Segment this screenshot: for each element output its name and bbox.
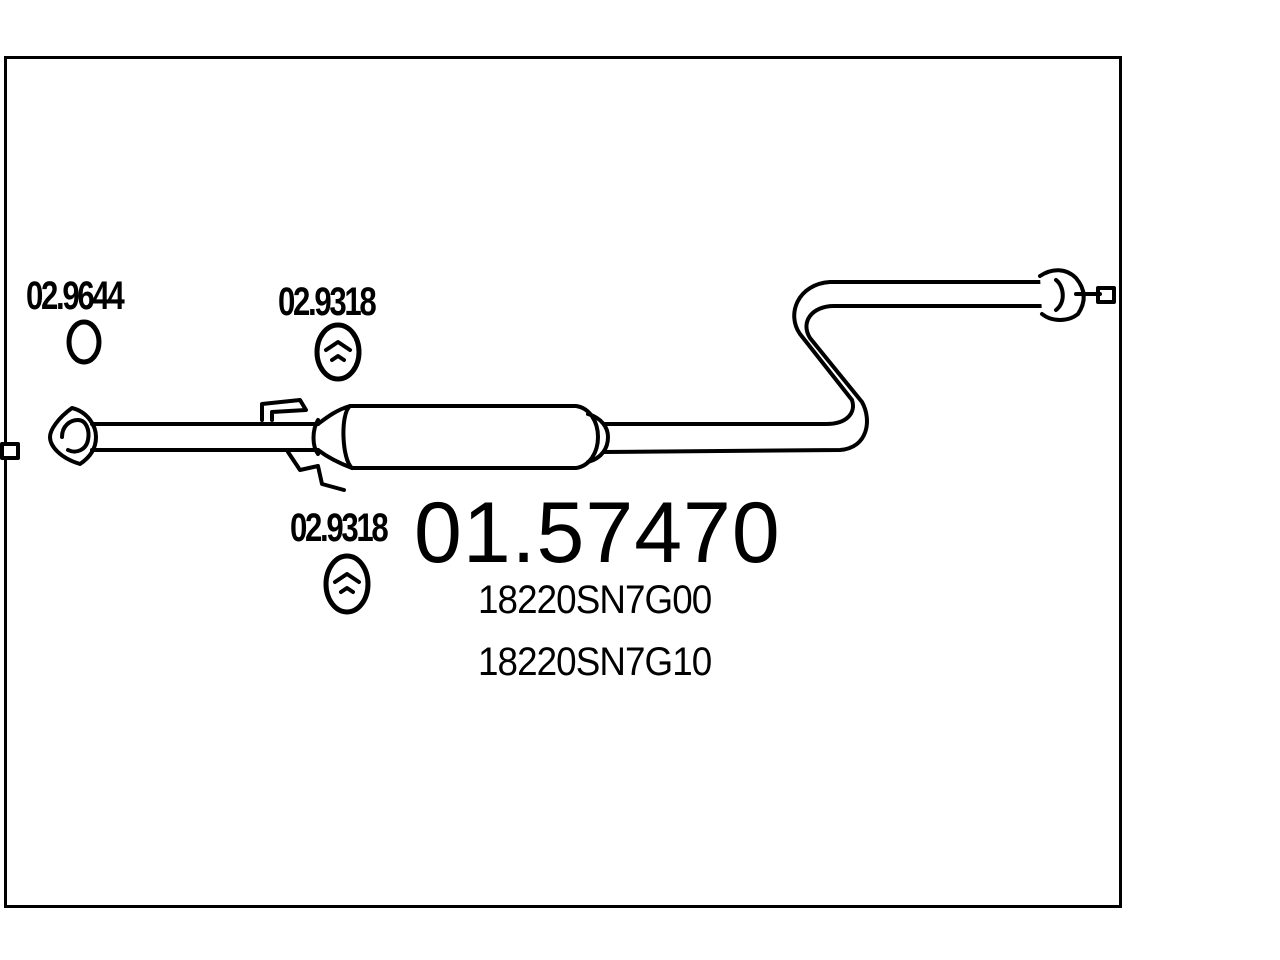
muffler-body xyxy=(341,404,600,470)
main-part-number: 01.57470 xyxy=(414,485,781,581)
hanger-bracket-bottom xyxy=(286,450,346,492)
rubber-mount-icon xyxy=(314,322,362,382)
front-pipe xyxy=(90,422,320,452)
gasket-ring-icon xyxy=(66,319,102,365)
accessory-code-mount-bottom: 02.9318 xyxy=(290,506,389,550)
oem-reference: 18220SN7G10 xyxy=(478,640,712,684)
rear-pipe-inner xyxy=(602,304,1054,454)
muffler-end-ring xyxy=(586,412,610,464)
inlet-collar xyxy=(311,418,320,456)
oem-reference: 18220SN7G00 xyxy=(478,578,712,622)
accessory-code-gasket: 02.9644 xyxy=(26,274,125,318)
rear-flange-icon xyxy=(1038,268,1102,322)
accessory-code-mount-top: 02.9318 xyxy=(278,280,377,324)
left-connector-stub xyxy=(0,442,20,460)
rubber-mount-icon xyxy=(323,553,371,615)
hanger-bracket-top xyxy=(260,398,308,422)
front-flange-icon xyxy=(48,406,98,466)
drawing-frame xyxy=(4,56,1122,908)
rear-pipe-outer xyxy=(602,280,1044,426)
